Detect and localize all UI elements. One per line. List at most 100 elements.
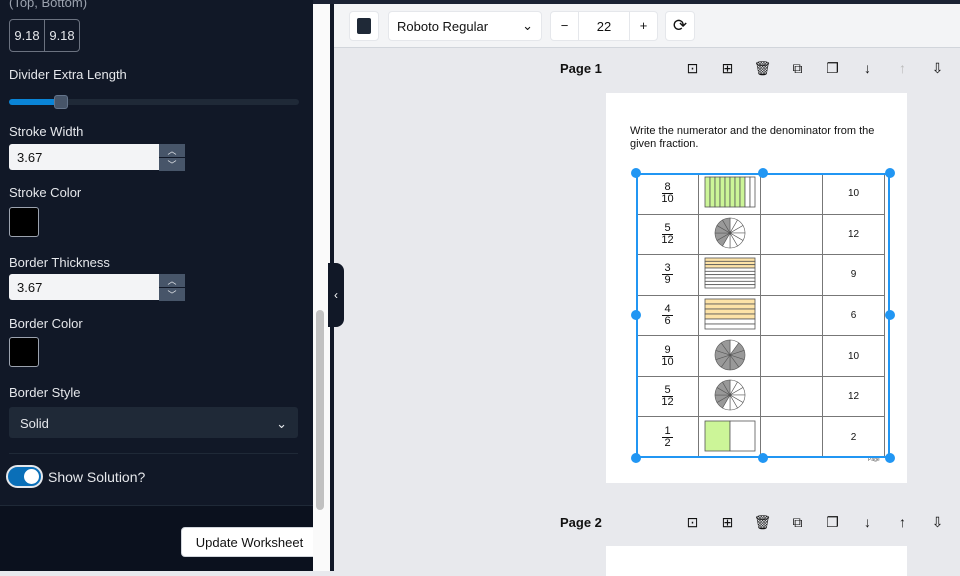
download-icon[interactable]: ⇩ <box>931 60 944 76</box>
stroke-width-value[interactable]: 3.67 <box>9 144 159 170</box>
trash-icon[interactable]: 🗑 <box>753 60 772 76</box>
arrow-down-icon[interactable]: ↓ <box>864 514 871 530</box>
solution-cell: 12 <box>822 213 885 256</box>
answer-cell[interactable] <box>760 254 823 296</box>
arrow-up-icon[interactable]: ↑ <box>899 60 906 76</box>
duplicate-icon[interactable]: ⧉ <box>792 514 803 530</box>
panel-scrollbar[interactable] <box>313 4 330 571</box>
border-style-label: Border Style <box>9 385 81 400</box>
increase-font-button[interactable]: + <box>629 12 657 40</box>
arrow-down-icon[interactable]: ↓ <box>864 60 871 76</box>
add-page-icon[interactable]: ⊞ <box>721 60 734 76</box>
numerator: 4 <box>662 302 673 316</box>
border-color-swatch[interactable] <box>9 337 39 367</box>
resize-handle[interactable] <box>885 168 895 178</box>
answer-cell[interactable] <box>760 335 823 377</box>
theme-button[interactable] <box>349 11 379 41</box>
resize-handle[interactable] <box>885 453 895 463</box>
update-worksheet-button[interactable]: Update Worksheet <box>181 527 318 557</box>
slider-thumb[interactable] <box>54 95 69 109</box>
page-footer: Page <box>868 457 880 463</box>
numerator: 9 <box>662 343 673 357</box>
increment-icon[interactable]: ︿ <box>159 144 185 157</box>
border-thickness-value[interactable]: 3.67 <box>9 274 159 300</box>
border-style-select[interactable]: Solid⌄ <box>9 407 298 438</box>
solution-cell: 6 <box>822 294 885 337</box>
margin-top-input[interactable]: 9.18 <box>10 20 45 51</box>
increment-icon[interactable]: ︿ <box>159 274 185 287</box>
refresh-button[interactable]: ⟳ <box>665 11 695 41</box>
page-1-actions: ⊡ ⊞ 🗑 ⧉ ❐ ↓ ↑ ⇩ <box>675 60 955 77</box>
toolbar: Roboto Regular⌄ − 22 + ⟳ <box>334 4 960 48</box>
instruction-text: Write the numerator and the denominator … <box>630 125 875 150</box>
denominator: 6 <box>664 314 671 327</box>
margin-inputs[interactable]: 9.18 9.18 <box>9 19 80 52</box>
font-size-input[interactable]: 22 <box>596 18 612 34</box>
add-text-icon[interactable]: ⊡ <box>686 60 699 76</box>
decrease-font-button[interactable]: − <box>551 12 579 40</box>
numerator: 1 <box>662 424 673 438</box>
fraction-visual-bar-v <box>698 416 761 458</box>
font-select[interactable]: Roboto Regular⌄ <box>388 11 542 41</box>
add-text-icon[interactable]: ⊡ <box>686 514 699 530</box>
answer-cell[interactable] <box>760 294 823 337</box>
copy-icon[interactable]: ❐ <box>826 60 839 76</box>
font-size-stepper[interactable]: − 22 + <box>550 11 658 41</box>
resize-handle[interactable] <box>631 310 641 320</box>
margin-bottom-input[interactable]: 9.18 <box>49 28 75 43</box>
divider <box>9 453 298 454</box>
chevron-down-icon: ⌄ <box>522 18 533 33</box>
resize-handle[interactable] <box>885 310 895 320</box>
answer-cell[interactable] <box>760 173 823 215</box>
decrement-icon[interactable]: ﹀ <box>159 158 185 171</box>
resize-handle[interactable] <box>631 168 641 178</box>
divider-slider[interactable] <box>9 95 299 109</box>
numerator: 5 <box>662 221 673 235</box>
border-thickness-label: Border Thickness <box>9 255 110 270</box>
denominator: 10 <box>661 193 674 206</box>
copy-icon[interactable]: ❐ <box>826 514 839 530</box>
add-page-icon[interactable]: ⊞ <box>721 514 734 530</box>
resize-handle[interactable] <box>631 453 641 463</box>
decrement-icon[interactable]: ﹀ <box>159 288 185 301</box>
resize-handle[interactable] <box>758 453 768 463</box>
numerator: 3 <box>662 262 673 276</box>
divider-label: Divider Extra Length <box>9 67 127 82</box>
solution-cell: 9 <box>822 254 885 296</box>
answer-cell[interactable] <box>760 213 823 256</box>
denominator: 2 <box>664 436 671 449</box>
stroke-width-input[interactable]: 3.67︿﹀ <box>9 144 185 171</box>
fraction-visual-bar-h <box>698 254 761 296</box>
solution-cell: 10 <box>822 173 885 215</box>
show-solution-toggle[interactable] <box>6 465 43 488</box>
fraction-visual-pie <box>698 375 761 418</box>
collapse-panel-button[interactable]: ‹ <box>328 263 344 327</box>
download-icon[interactable]: ⇩ <box>931 514 944 530</box>
stroke-color-swatch[interactable] <box>9 207 39 237</box>
resize-handle[interactable] <box>758 168 768 178</box>
solution-cell: 2 <box>822 416 885 458</box>
arrow-up-icon[interactable]: ↑ <box>899 514 906 530</box>
page-2-canvas <box>606 546 907 576</box>
fraction-visual-pie <box>698 213 761 256</box>
page-2-label: Page 2 <box>560 515 602 530</box>
trash-icon[interactable]: 🗑 <box>753 514 772 530</box>
border-thickness-input[interactable]: 3.67︿﹀ <box>9 274 185 301</box>
palette-icon <box>357 18 371 34</box>
answer-cell[interactable] <box>760 416 823 458</box>
duplicate-icon[interactable]: ⧉ <box>792 60 803 76</box>
answer-cell[interactable] <box>760 375 823 418</box>
show-solution-label: Show Solution? <box>48 469 146 485</box>
top-strip <box>0 0 960 4</box>
